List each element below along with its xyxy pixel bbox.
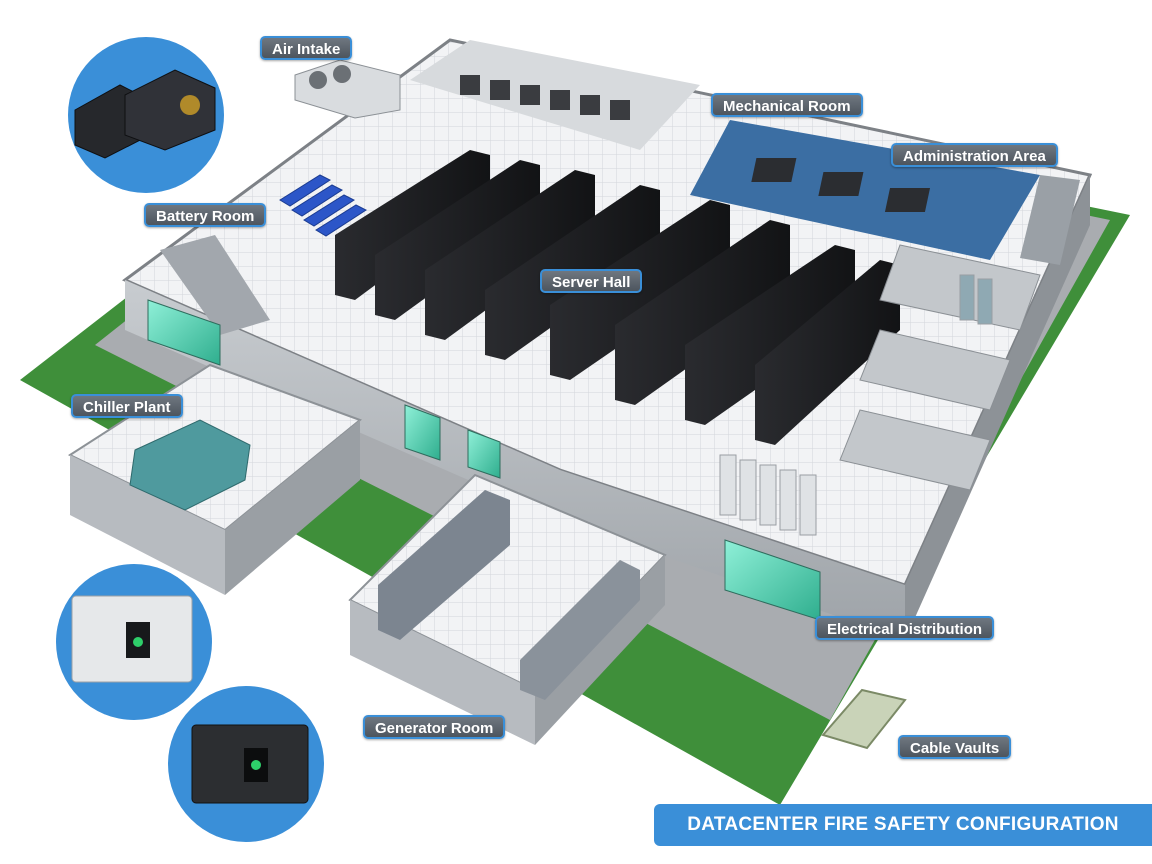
building-outer-wall-front — [125, 280, 905, 640]
mechanical-equipment — [460, 75, 630, 120]
page-title: DATACENTER FIRE SAFETY CONFIGURATION — [654, 804, 1152, 846]
administration-floor — [690, 120, 1040, 260]
product-circle-control-panel-black — [168, 686, 324, 842]
electrical-cabinets — [719, 274, 993, 536]
admin-staircase — [1020, 175, 1080, 265]
generator-bench — [520, 560, 640, 700]
label-server-hall: Server Hall — [540, 269, 643, 293]
battery-staircase — [160, 235, 270, 335]
glass-doors — [147, 299, 821, 621]
air-intake-unit — [294, 59, 401, 119]
chiller-unit — [129, 419, 251, 511]
label-administration-area: Administration Area — [891, 143, 1058, 167]
building-outer-wall-right — [905, 175, 1090, 640]
chiller-plant-room — [67, 363, 362, 595]
generator-cabinets — [378, 490, 510, 640]
label-battery-room: Battery Room — [144, 203, 267, 227]
label-mechanical-room: Mechanical Room — [711, 93, 863, 117]
cable-vault-hatch — [821, 688, 907, 750]
label-cable-vaults: Cable Vaults — [898, 735, 1012, 759]
admin-desks — [751, 158, 931, 212]
label-electrical-distribution: Electrical Distribution — [815, 616, 995, 640]
battery-racks — [279, 174, 368, 237]
label-generator-room: Generator Room — [363, 715, 506, 739]
generator-room — [348, 473, 667, 745]
electrical-room-partitions — [839, 244, 1041, 491]
label-chiller-plant: Chiller Plant — [71, 394, 183, 418]
product-circle-control-panel-white — [56, 564, 212, 720]
label-air-intake: Air Intake — [260, 36, 353, 60]
product-circle-aspirating-detectors — [68, 37, 224, 193]
